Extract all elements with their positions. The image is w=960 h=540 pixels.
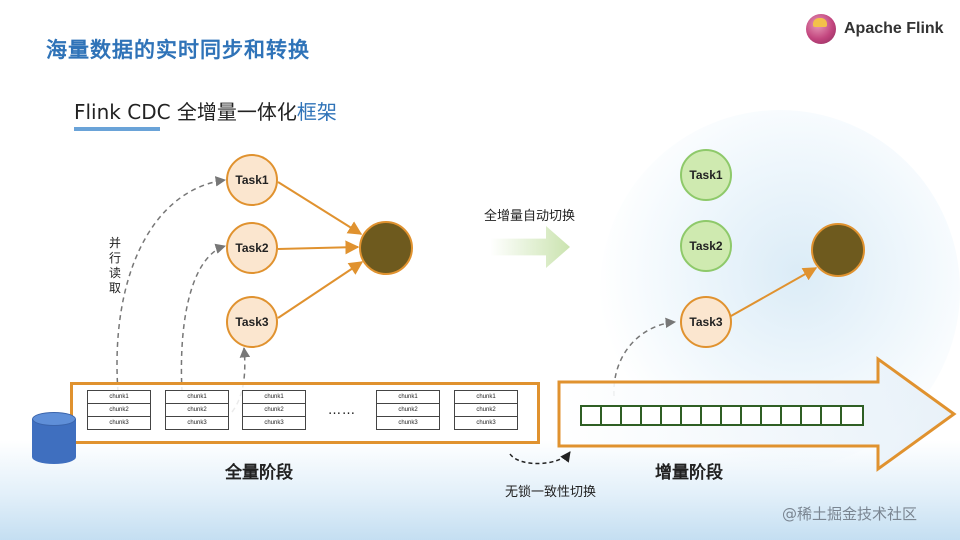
edge-inc-task3-sink (730, 267, 818, 317)
change-log-queue (580, 405, 864, 426)
edge-task1-sink (277, 181, 363, 235)
inc-task3-node: Task3 (680, 296, 732, 348)
queue-cell (742, 407, 762, 424)
queue-cell (782, 407, 802, 424)
queue-cell (602, 407, 622, 424)
chunk-cell: chunk3 (376, 416, 440, 430)
queue-cell (702, 407, 722, 424)
chunk-group-2: chunk1 chunk2 chunk3 (165, 390, 229, 430)
edge-task3-sink (277, 261, 364, 319)
chunk-cell: chunk2 (242, 403, 306, 417)
queue-cell (682, 407, 702, 424)
chunk-ellipsis: …… (328, 403, 356, 418)
chunk-cell: chunk1 (87, 390, 151, 404)
subtitle-main: Flink CDC 全增量一体化 (74, 100, 297, 124)
chunk-cell: chunk3 (87, 416, 151, 430)
queue-cell (722, 407, 742, 424)
chunk-group-5: chunk1 chunk2 chunk3 (454, 390, 518, 430)
chunk-group-1: chunk1 chunk2 chunk3 (87, 390, 151, 430)
chunk-cell: chunk3 (242, 416, 306, 430)
read-arrow-chunk-group-2 (180, 243, 227, 393)
queue-cell (582, 407, 602, 424)
page-title: 海量数据的实时同步和转换 (46, 38, 310, 62)
chunk-cell: chunk1 (376, 390, 440, 404)
task2-node: Task2 (226, 222, 278, 274)
chunk-cell: chunk2 (165, 403, 229, 417)
chunk-group-4: chunk1 chunk2 chunk3 (376, 390, 440, 430)
queue-cell (842, 407, 862, 424)
inc-sink-node (811, 223, 865, 277)
incremental-stage-label: 增量阶段 (655, 463, 723, 483)
apache-flink-logo: Apache Flink (806, 14, 944, 44)
chunk-cell: chunk2 (87, 403, 151, 417)
queue-cell (642, 407, 662, 424)
queue-cell (762, 407, 782, 424)
chunk-cell: chunk2 (376, 403, 440, 417)
watermark: @稀土掘金技术社区 (782, 505, 918, 523)
queue-cell (622, 407, 642, 424)
chunk-cell: chunk1 (242, 390, 306, 404)
flink-squirrel-icon (806, 14, 836, 44)
queue-cell (662, 407, 682, 424)
background-gradient (0, 440, 960, 540)
parallel-read-label: 并行读取 (108, 236, 121, 295)
inc-task2-node: Task2 (680, 220, 732, 272)
task3-node: Task3 (226, 296, 278, 348)
section-subtitle: Flink CDC 全增量一体化框架 (74, 96, 337, 125)
chunk-cell: chunk3 (454, 416, 518, 430)
subtitle-underline (74, 127, 160, 131)
chunk-cell: chunk1 (165, 390, 229, 404)
read-arrow-chunk-group-1 (116, 176, 227, 393)
logo-text: Apache Flink (844, 20, 944, 37)
lockfree-switch-label: 无锁一致性切换 (505, 485, 597, 500)
queue-cell (822, 407, 842, 424)
sink-node (359, 221, 413, 275)
chunk-cell: chunk1 (454, 390, 518, 404)
subtitle-accent: 框架 (296, 100, 337, 124)
queue-cell (802, 407, 822, 424)
inc-task1-node: Task1 (680, 149, 732, 201)
auto-switch-label: 全增量自动切换 (484, 209, 576, 224)
full-stage-label: 全量阶段 (225, 463, 293, 483)
chunk-cell: chunk2 (454, 403, 518, 417)
chunk-cell: chunk3 (165, 416, 229, 430)
task1-node: Task1 (226, 154, 278, 206)
database-icon (32, 412, 76, 470)
chunk-group-3: chunk1 chunk2 chunk3 (242, 390, 306, 430)
edge-task2-sink (277, 240, 360, 255)
